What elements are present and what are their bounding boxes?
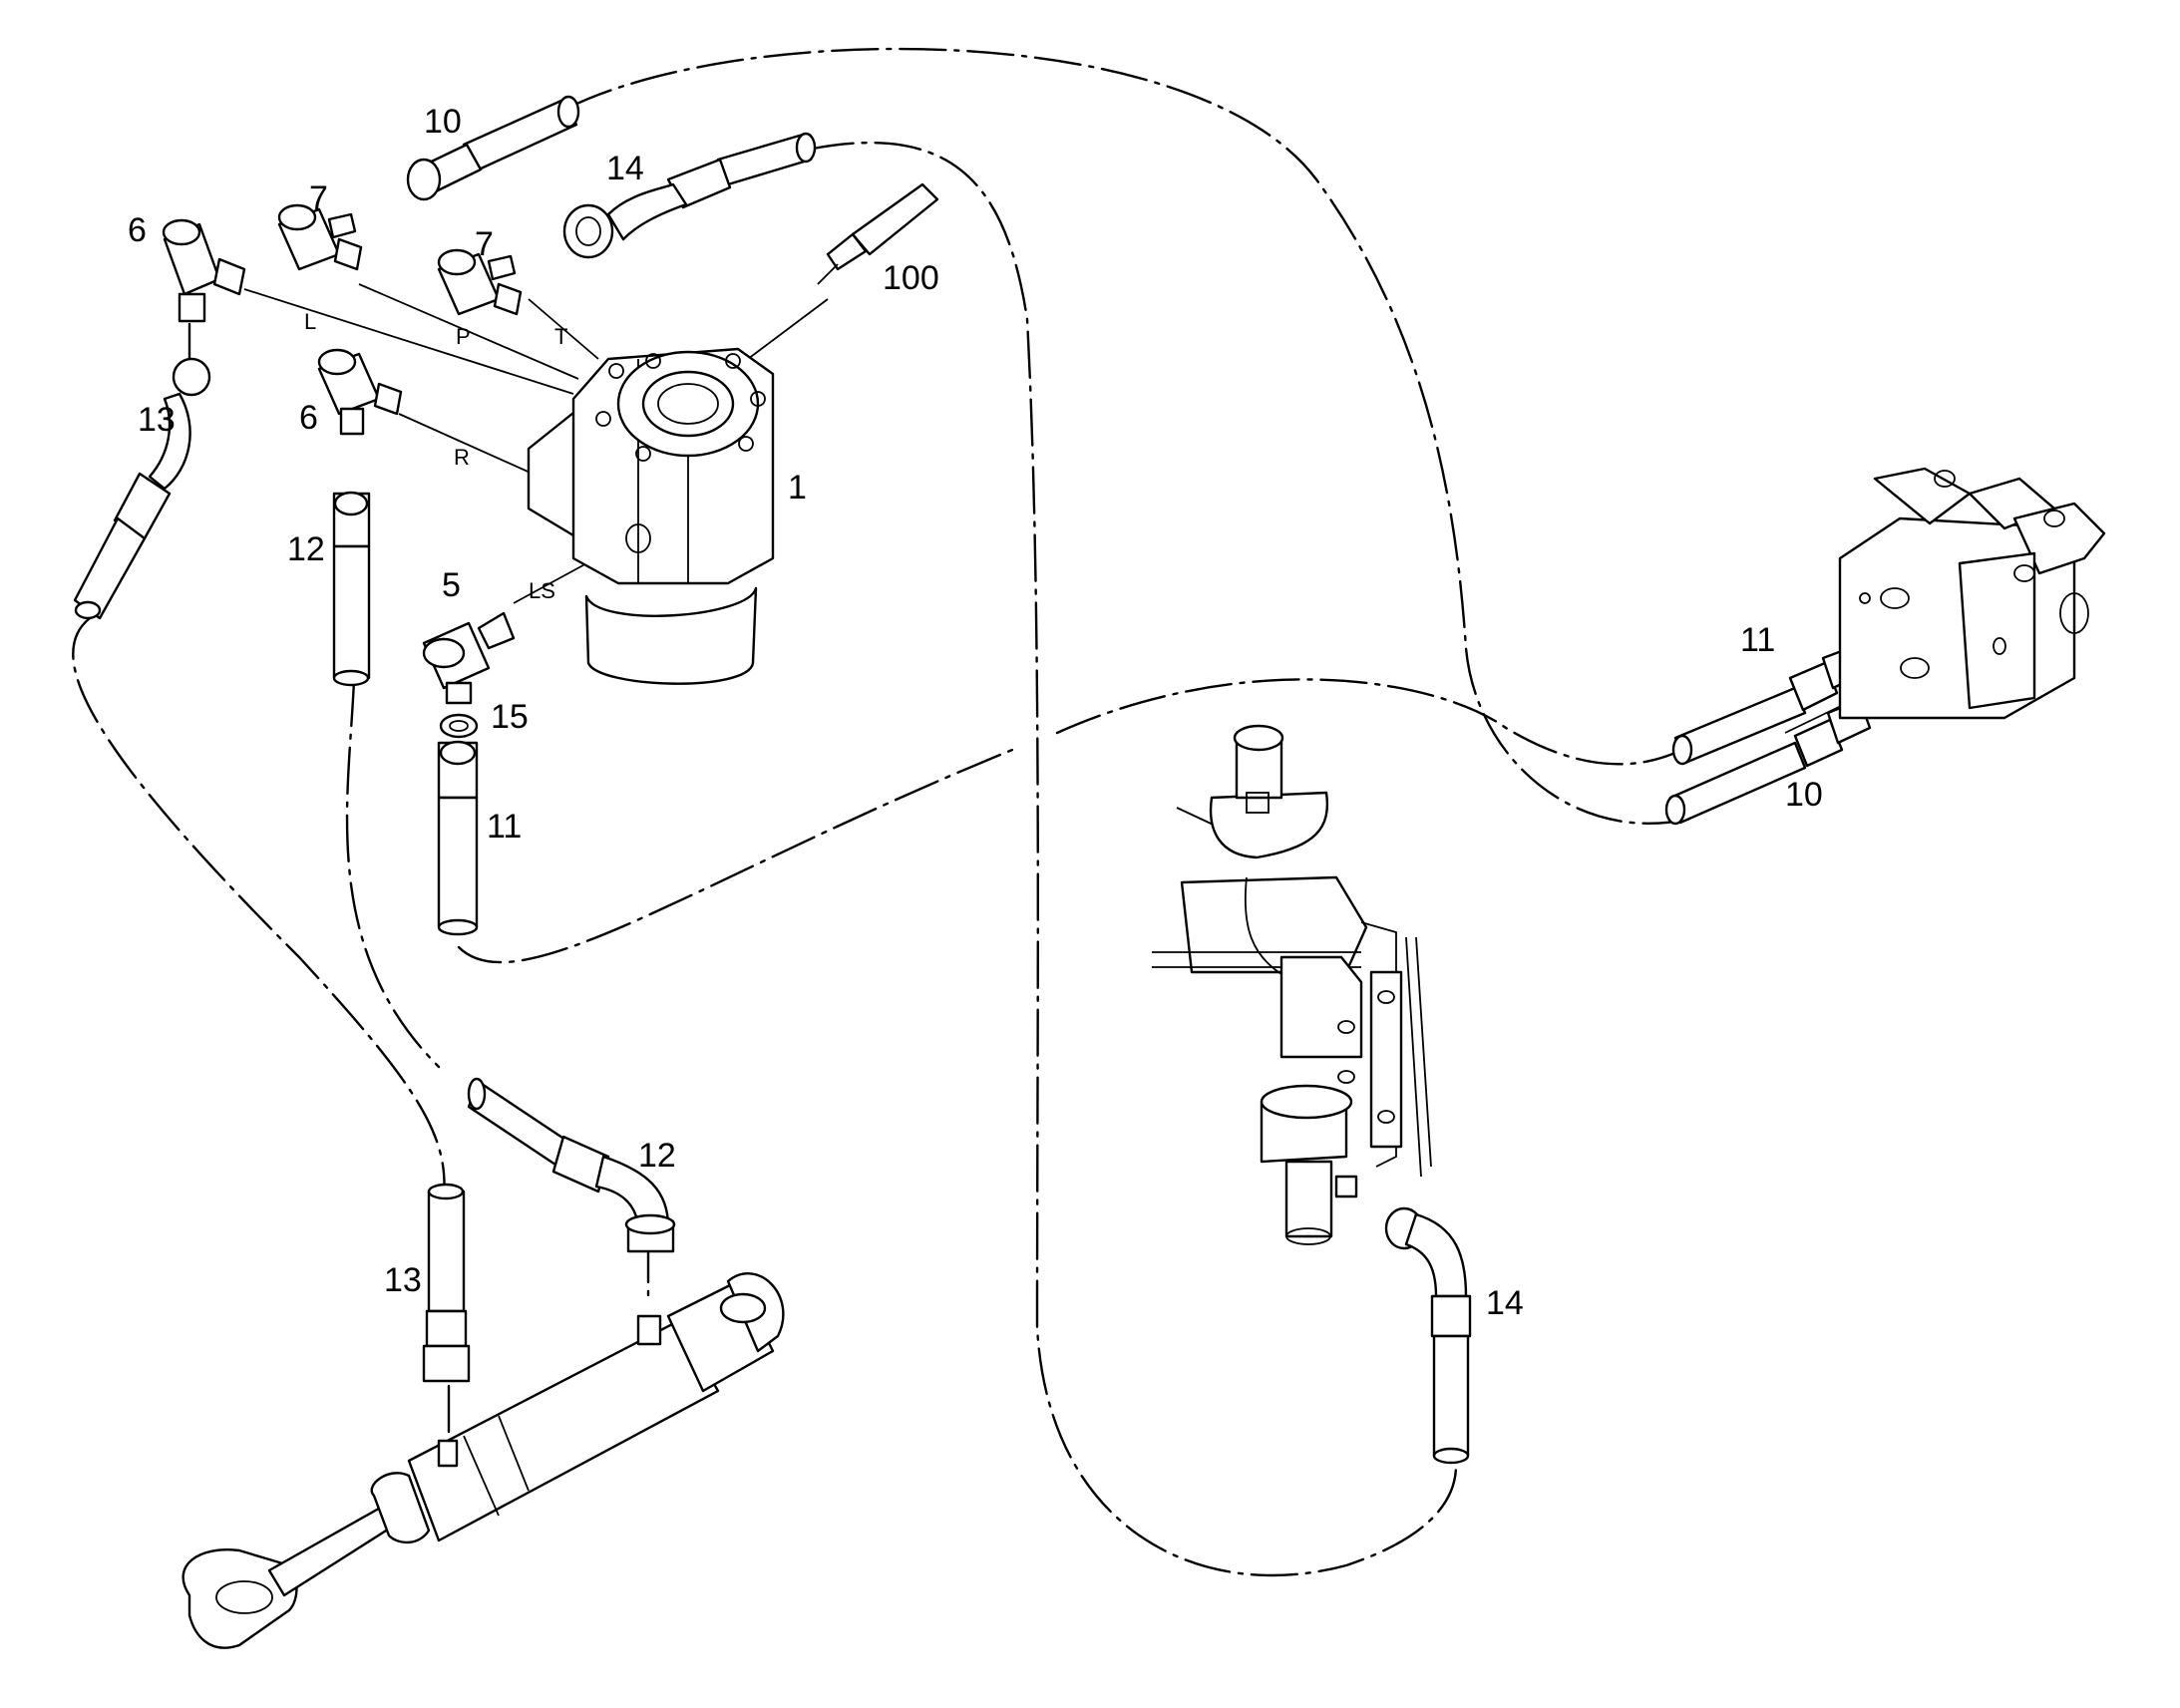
hoses: [73, 95, 1872, 1465]
port-labels: L P T R LS: [304, 309, 567, 603]
callout-6-top: 6: [128, 211, 147, 249]
tee-fitting-7-left: [277, 203, 363, 271]
priority-valve-assembly: [1152, 724, 1432, 1245]
port-L: L: [304, 309, 316, 334]
port-T: T: [554, 324, 567, 349]
callout-13-top: 13: [138, 401, 176, 439]
tee-fitting-6-top: [162, 218, 246, 323]
port-P: P: [456, 324, 471, 349]
callout-11-right: 11: [1740, 621, 1775, 659]
hose-10-right: [1664, 698, 1872, 826]
hose-14-top: [562, 132, 817, 259]
seal-ring-15: [439, 713, 479, 739]
hose-11-left: [437, 740, 479, 936]
callout-7-left: 7: [309, 179, 328, 217]
hose-12-bottom: [467, 1077, 676, 1253]
callout-1: 1: [788, 469, 807, 507]
hose-13-bottom: [422, 1183, 471, 1383]
tube-100: [817, 182, 939, 285]
hose-13-top: [73, 357, 211, 620]
callout-12-bottom: 12: [638, 1137, 676, 1175]
callout-12-top: 12: [287, 530, 325, 568]
control-valve-block: [1838, 467, 2106, 720]
tee-fitting-7-right: [437, 248, 523, 316]
fittings: [162, 203, 523, 739]
callout-14-top: 14: [606, 150, 644, 187]
callout-labels: 10 14 7 7 6 6 100 13 1 12 5 15 11 12 13 …: [128, 103, 1823, 1322]
tee-fitting-6-mid: [317, 348, 403, 436]
callout-6-mid: 6: [299, 399, 318, 437]
hose-10-top: [406, 95, 580, 201]
callout-10-top: 10: [424, 103, 462, 141]
hose-12-top: [332, 491, 371, 687]
callout-13-bottom: 13: [384, 1261, 422, 1299]
callout-11-left: 11: [487, 808, 522, 846]
port-R: R: [454, 445, 470, 470]
port-LS: LS: [529, 578, 555, 603]
callout-100: 100: [883, 259, 939, 297]
callout-14-bottom: 14: [1486, 1284, 1524, 1322]
callout-10-right: 10: [1785, 776, 1823, 814]
steering-unit: [527, 347, 775, 685]
callout-7-right: 7: [475, 225, 494, 263]
hose-14-bottom: [1384, 1206, 1472, 1465]
hose-routing-lines: [72, 47, 1697, 1577]
callout-5: 5: [442, 566, 461, 604]
callout-15: 15: [491, 698, 529, 736]
steering-cylinder: [182, 1272, 785, 1649]
elbow-fitting-5: [422, 611, 516, 705]
